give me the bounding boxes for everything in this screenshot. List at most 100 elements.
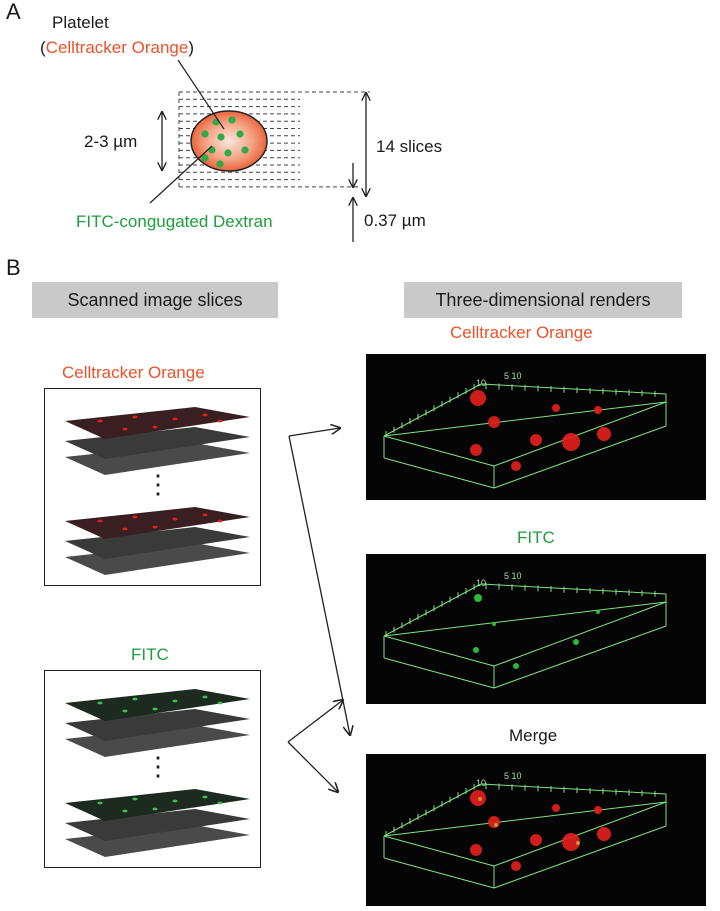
render-box-edge bbox=[383, 857, 495, 889]
dextran-dot bbox=[217, 133, 225, 141]
render-box-edge bbox=[383, 801, 667, 837]
arrow-orange-to-merge bbox=[288, 435, 350, 735]
render-merge-art: 5 10 10 bbox=[383, 771, 667, 889]
render-box-edge bbox=[493, 825, 667, 889]
render-spot bbox=[596, 610, 600, 614]
render-box-edge bbox=[383, 601, 667, 637]
image-slice bbox=[65, 527, 250, 559]
slice-spot bbox=[152, 525, 158, 529]
render-box-edge bbox=[480, 383, 667, 395]
render-spot bbox=[511, 461, 521, 471]
dextran-dot bbox=[208, 146, 216, 154]
stack-ellipsis-orange: ⋮ bbox=[145, 469, 171, 499]
render-box-edge bbox=[383, 457, 495, 489]
render-spot bbox=[470, 390, 486, 406]
render-box-edge bbox=[383, 383, 482, 437]
slice-spot bbox=[217, 701, 223, 705]
image-slice bbox=[65, 809, 250, 841]
render-spot bbox=[470, 444, 482, 456]
render-box-edge bbox=[383, 435, 495, 467]
render-box-edge bbox=[493, 801, 667, 867]
render-box-edge bbox=[480, 783, 667, 795]
slice-spot bbox=[217, 801, 223, 805]
right-header: Three-dimensional renders bbox=[404, 282, 682, 318]
slice-spot bbox=[152, 707, 158, 711]
slice-spot bbox=[172, 699, 178, 703]
slice-spot bbox=[202, 513, 208, 517]
render-box-edge bbox=[383, 783, 482, 837]
slice-spot bbox=[97, 801, 103, 805]
panel-a-letter: A bbox=[6, 0, 21, 24]
render-spot bbox=[492, 622, 496, 626]
slice-spot bbox=[97, 519, 103, 523]
slices-label: 14 slices bbox=[376, 137, 443, 156]
render-tick-label: 10 bbox=[476, 378, 486, 388]
size-label: 2-3 µm bbox=[84, 132, 138, 151]
slice-stack-orange-art bbox=[65, 407, 250, 575]
dextran-dot bbox=[228, 116, 236, 124]
slice-spot bbox=[122, 709, 128, 713]
dextran-leader bbox=[149, 145, 213, 204]
render-box-edge bbox=[493, 625, 667, 689]
render-spot bbox=[470, 790, 486, 806]
render-tick-labels: 5 10 bbox=[504, 571, 522, 581]
slice-spot bbox=[122, 427, 128, 431]
render-tick-labels: 5 10 bbox=[504, 771, 522, 781]
render-spot bbox=[562, 433, 580, 451]
render-spot bbox=[573, 639, 579, 645]
dextran-dot bbox=[241, 146, 249, 154]
render-box-edge bbox=[493, 425, 667, 489]
slice-stack-fitc: ⋮ bbox=[44, 670, 261, 868]
render-box-edge bbox=[383, 835, 495, 867]
render-tick-labels: 5 10 bbox=[504, 371, 522, 381]
slice-spot bbox=[132, 415, 138, 419]
platelet-label: Platelet bbox=[52, 13, 109, 32]
slice-spot bbox=[202, 795, 208, 799]
render-label-fitc: FITC bbox=[517, 528, 555, 547]
slice-spot bbox=[97, 419, 103, 423]
arrow-fitc-to-merge bbox=[287, 741, 338, 792]
platelet-body bbox=[190, 110, 268, 172]
arrow-fitc-to-fitc bbox=[287, 700, 343, 743]
slice-spot bbox=[172, 417, 178, 421]
stack-ellipsis-fitc: ⋮ bbox=[145, 751, 171, 781]
render-spot bbox=[530, 434, 542, 446]
render-spot bbox=[597, 827, 611, 841]
stack-label-fitc: FITC bbox=[131, 645, 169, 664]
slice-spot bbox=[217, 519, 223, 523]
dextran-label: FITC-congugated Dextran bbox=[76, 212, 273, 231]
slice-spot bbox=[122, 527, 128, 531]
render-merge: 5 10 10 bbox=[366, 754, 706, 906]
render-colocalized-spot bbox=[494, 823, 498, 827]
slice-stack-orange: ⋮ bbox=[44, 388, 261, 586]
slice-spot bbox=[132, 697, 138, 701]
dextran-dot bbox=[212, 118, 220, 126]
image-slice bbox=[65, 443, 250, 475]
image-slice bbox=[65, 709, 250, 741]
render-box-edge bbox=[383, 635, 495, 667]
render-label-merge: Merge bbox=[509, 726, 558, 745]
slice-spot bbox=[217, 419, 223, 423]
render-spot bbox=[488, 416, 500, 428]
render-spot bbox=[594, 406, 602, 414]
slice-spot bbox=[152, 807, 158, 811]
render-spot bbox=[473, 647, 479, 653]
render-orange: 5 10 10 bbox=[366, 354, 706, 500]
slice-spot bbox=[132, 515, 138, 519]
render-box-edge bbox=[383, 401, 667, 437]
image-slice bbox=[65, 725, 250, 757]
slice-spot bbox=[152, 425, 158, 429]
arrow-orange-to-render bbox=[288, 428, 340, 437]
slice-spot bbox=[172, 799, 178, 803]
render-colocalized-spot bbox=[576, 841, 580, 845]
render-box-edge bbox=[493, 401, 667, 467]
dextran-dot bbox=[201, 154, 209, 162]
render-tick-label: 10 bbox=[476, 778, 486, 788]
celltracker-caption: (Celltracker Orange) bbox=[40, 38, 194, 58]
slice-spot bbox=[97, 701, 103, 705]
render-spot bbox=[594, 806, 602, 814]
image-slice bbox=[65, 543, 250, 575]
render-spot bbox=[562, 833, 580, 851]
